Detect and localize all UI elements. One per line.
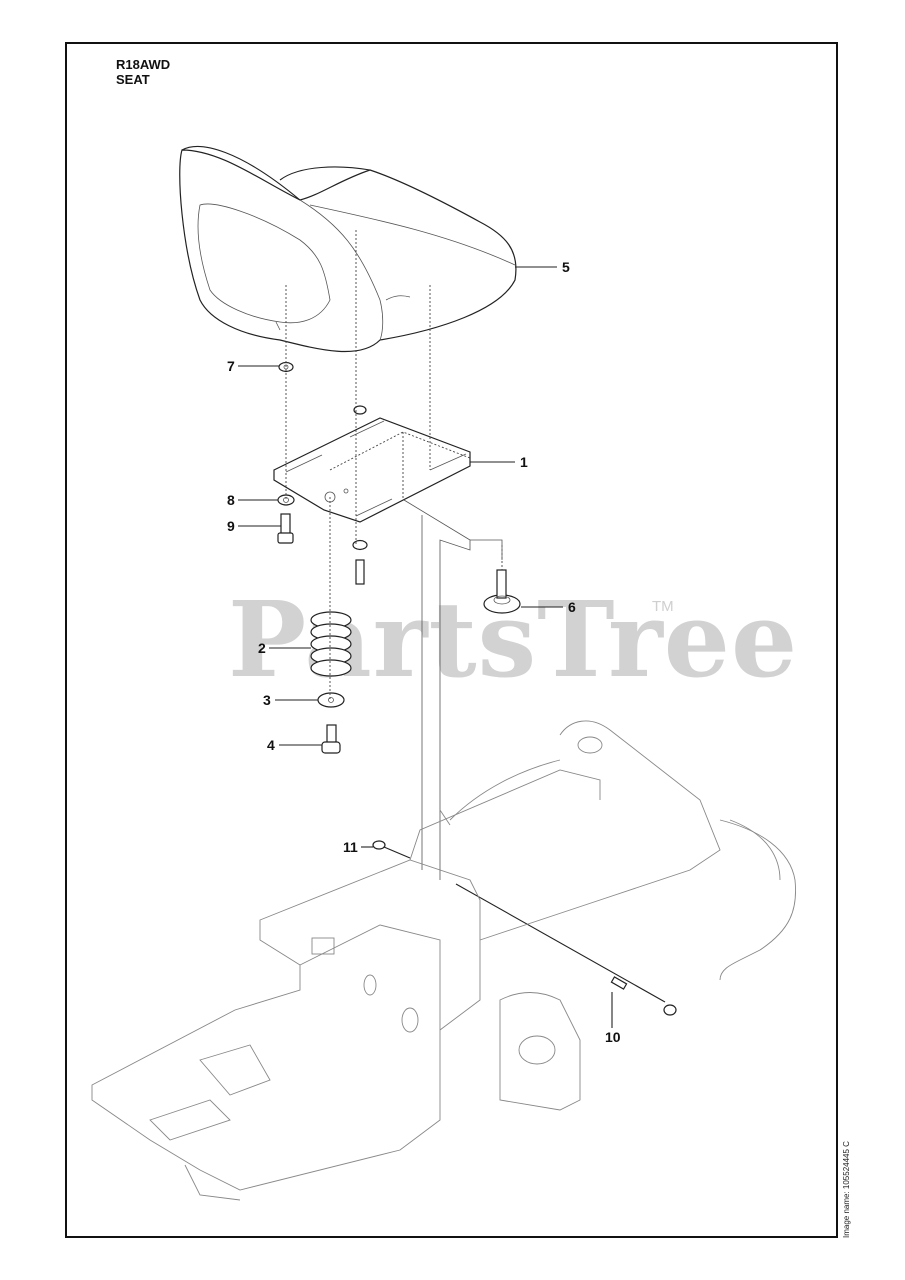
callout-5[interactable]: 5	[562, 259, 570, 275]
seat-part[interactable]	[179, 146, 517, 353]
shoulder-bolt-part[interactable]	[372, 840, 411, 859]
nut-upper-part[interactable]	[353, 405, 367, 415]
section-title: SEAT	[116, 72, 150, 87]
flat-washer-part[interactable]	[317, 692, 345, 708]
callout-2[interactable]: 2	[258, 640, 266, 656]
mower-frame	[91, 720, 797, 1201]
callout-11[interactable]: 11	[343, 839, 358, 855]
watermark-tm: TM	[652, 598, 674, 615]
alignment-lines	[285, 230, 503, 880]
spring-part[interactable]	[310, 611, 352, 677]
pivot-pin-part[interactable]	[455, 883, 677, 1016]
flange-bolt-part[interactable]	[321, 724, 341, 754]
washer-part[interactable]	[277, 494, 295, 506]
callout-4[interactable]: 4	[267, 737, 275, 753]
leader-lines	[238, 266, 613, 1028]
callout-3[interactable]: 3	[263, 692, 271, 708]
callout-8[interactable]: 8	[227, 492, 235, 508]
callout-6[interactable]: 6	[568, 599, 576, 615]
callout-1[interactable]: 1	[520, 454, 528, 470]
title-block: R18AWD SEAT	[116, 57, 170, 87]
drawing-frame	[65, 42, 838, 1238]
seat-plate-part[interactable]	[273, 417, 471, 523]
model-title: R18AWD	[116, 57, 171, 72]
knob-part[interactable]	[483, 569, 521, 614]
callout-9[interactable]: 9	[227, 518, 235, 534]
callout-10[interactable]: 10	[605, 1029, 621, 1045]
washer-lower-part[interactable]	[352, 539, 368, 585]
callout-7[interactable]: 7	[227, 358, 235, 374]
bolt-part[interactable]	[277, 513, 294, 544]
